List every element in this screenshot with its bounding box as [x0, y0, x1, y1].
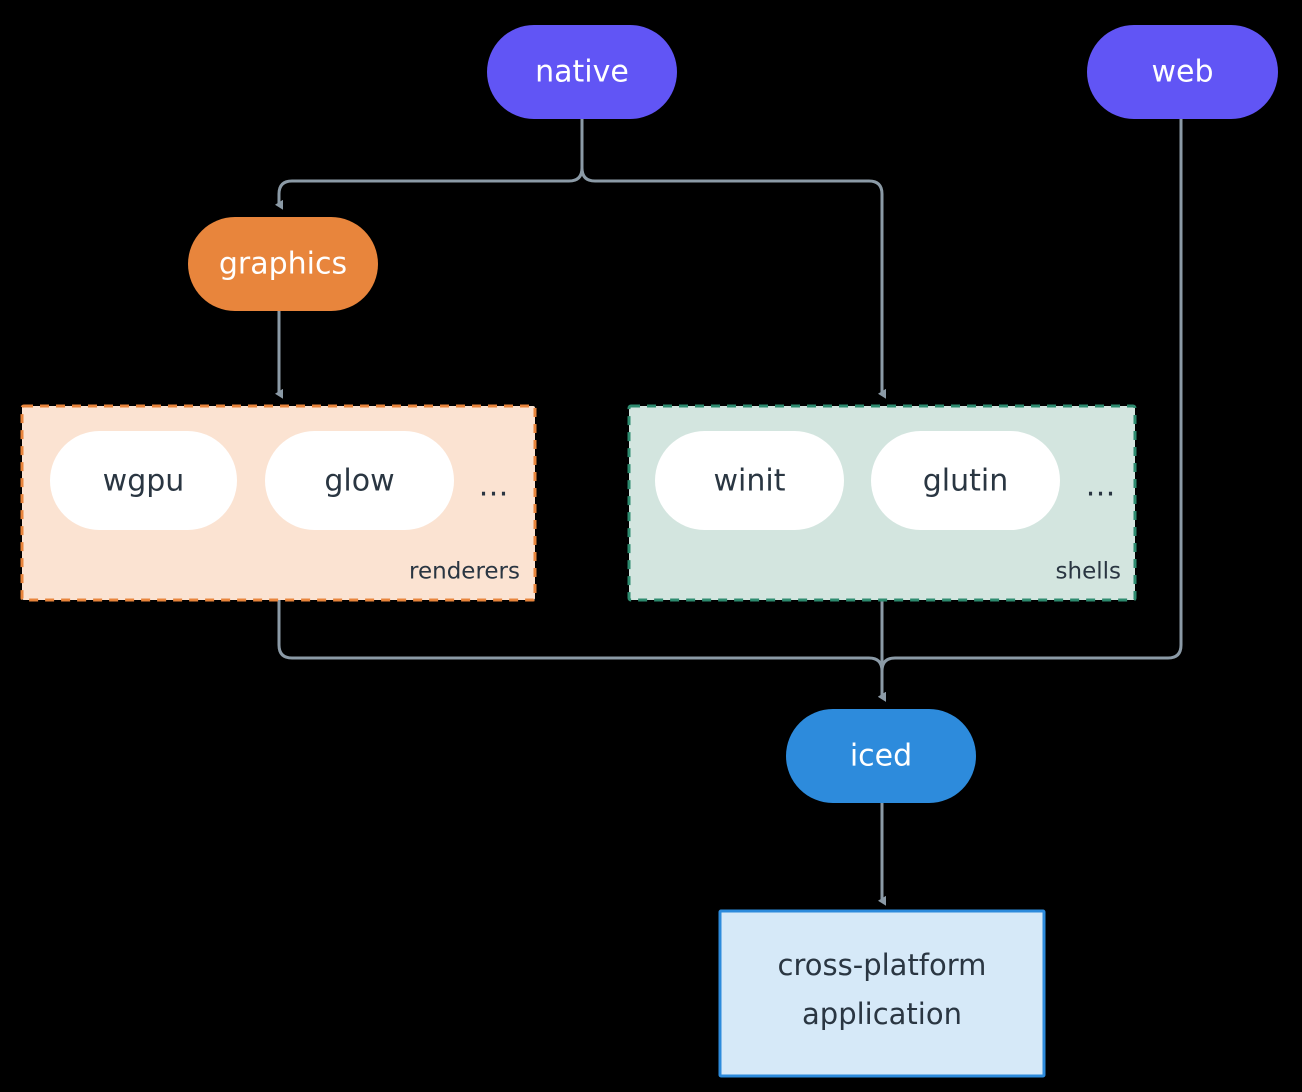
pill-wgpu[interactable] — [50, 431, 237, 530]
edge-native-to-shells — [580, 117, 886, 399]
shells-group-label: shells — [1056, 559, 1121, 585]
node-native-shape[interactable] — [487, 25, 677, 119]
pill-glow-label: glow — [324, 464, 394, 499]
pill-wgpu-label: wgpu — [103, 464, 185, 499]
pill-glutin-label: glutin — [923, 464, 1009, 499]
pill-winit[interactable] — [655, 431, 844, 530]
node-native-label: native — [535, 55, 629, 90]
pill-winit-label: winit — [714, 464, 786, 499]
node-application-label-line2: application — [802, 997, 962, 1031]
renderers-group-label: renderers — [409, 559, 520, 585]
node-iced-label: iced — [850, 739, 912, 774]
node-graphics-shape[interactable] — [188, 217, 378, 311]
node-graphics-label: graphics — [219, 247, 347, 282]
node-web-label: web — [1151, 55, 1213, 90]
node-graphics[interactable]: graphics — [188, 217, 378, 311]
edge-renderers-to-iced — [277, 598, 886, 702]
pill-glutin[interactable] — [871, 431, 1060, 530]
group-renderers: wgpu glow … renderers — [20, 404, 537, 602]
node-web-shape[interactable] — [1087, 25, 1278, 119]
renderers-ellipsis: … — [479, 469, 510, 504]
node-application-shape[interactable] — [718, 909, 1046, 1078]
node-web[interactable]: web — [1087, 25, 1278, 119]
edge-native-to-graphics — [275, 117, 584, 210]
node-application-label-line1: cross-platform — [778, 948, 987, 982]
node-native[interactable]: native — [487, 25, 677, 119]
edge-web-to-iced — [878, 117, 1183, 702]
node-application[interactable]: cross-platform application — [718, 909, 1046, 1078]
edge-layer — [275, 117, 1183, 906]
group-shells: winit glutin … shells — [627, 404, 1137, 602]
pill-glow[interactable] — [265, 431, 454, 530]
node-iced-shape[interactable] — [786, 709, 976, 803]
shells-ellipsis: … — [1086, 469, 1117, 504]
node-iced[interactable]: iced — [786, 709, 976, 803]
